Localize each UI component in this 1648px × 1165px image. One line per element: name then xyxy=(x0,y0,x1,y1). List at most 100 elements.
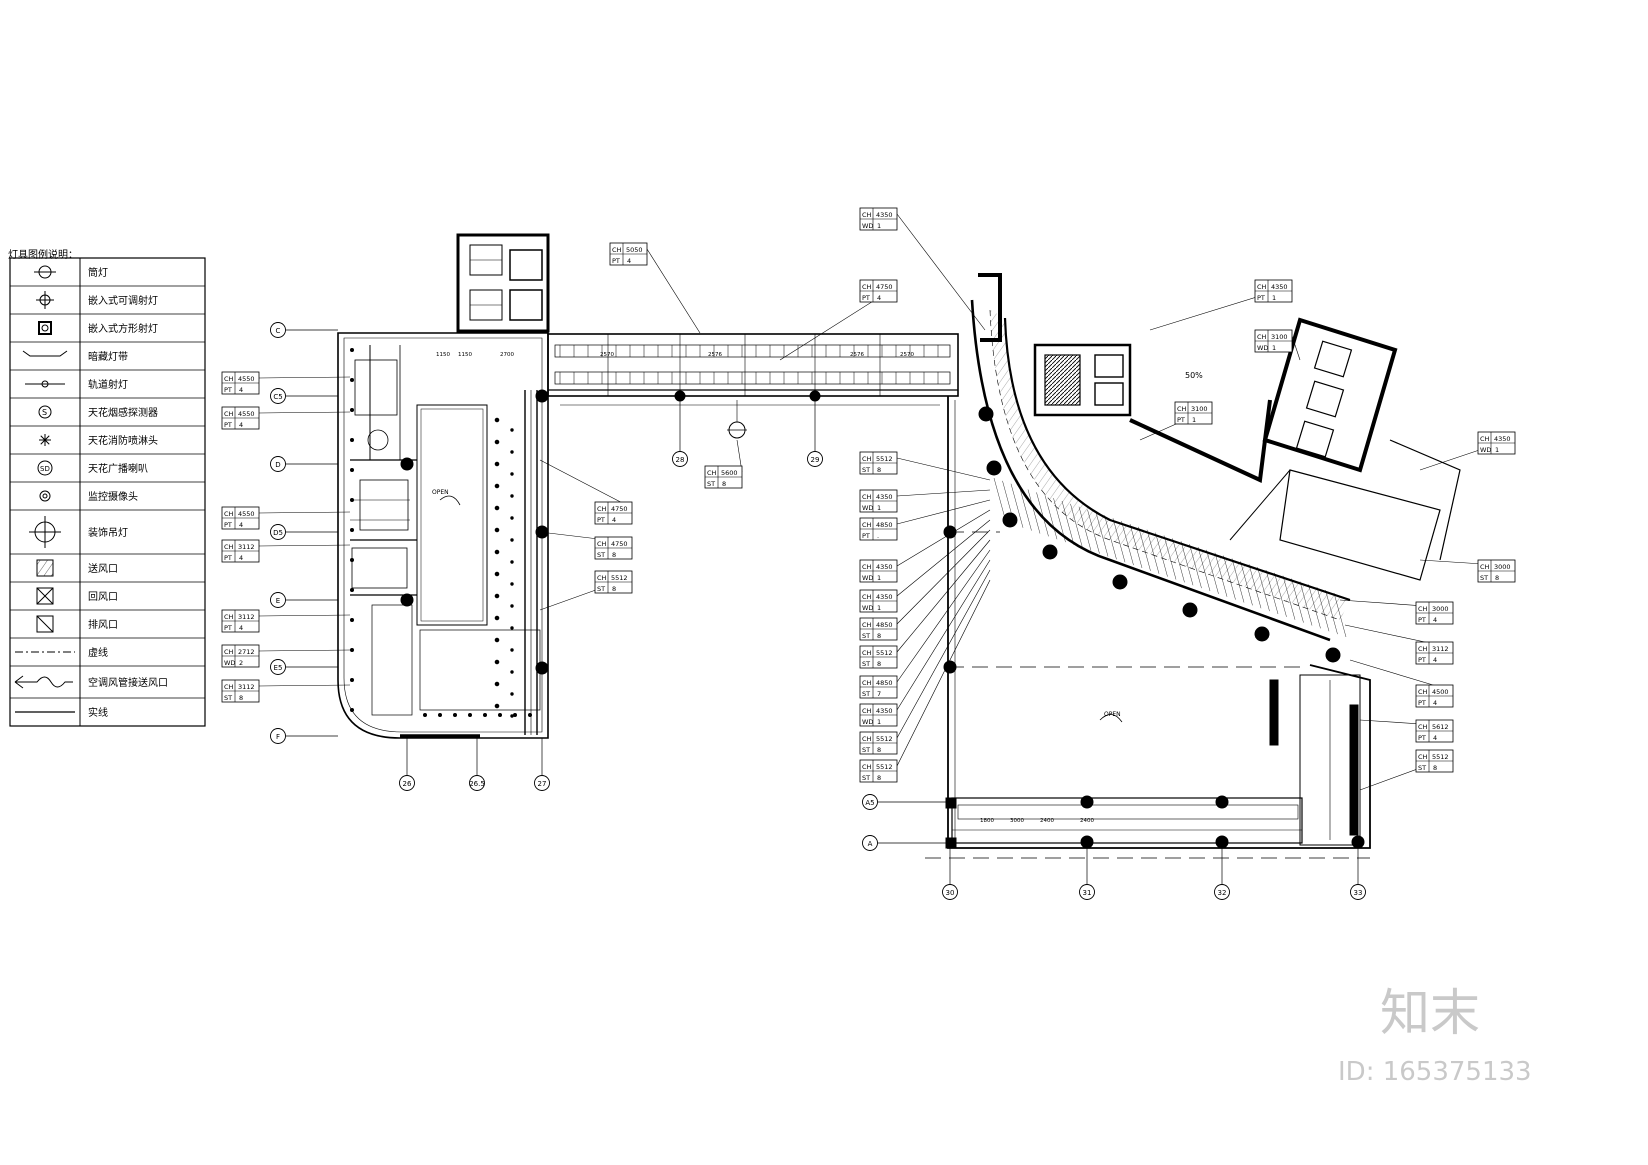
legend-row: 暗藏灯带 xyxy=(10,341,205,363)
right-room-outline xyxy=(947,396,1371,849)
legend-label: 装饰吊灯 xyxy=(88,526,128,539)
svg-text:CH: CH xyxy=(224,648,234,656)
column-marker xyxy=(1182,602,1198,618)
legend-row: 筒灯 xyxy=(34,265,108,279)
legend-row: 装饰吊灯 xyxy=(10,509,205,548)
svg-text:CH: CH xyxy=(862,621,872,629)
legend-label: 天花烟感探测器 xyxy=(88,406,158,419)
svg-text:4350: 4350 xyxy=(876,563,893,571)
svg-text:1: 1 xyxy=(1272,344,1276,352)
svg-text:PT: PT xyxy=(224,521,232,529)
svg-text:8: 8 xyxy=(239,694,243,702)
svg-text:5512: 5512 xyxy=(876,455,893,463)
svg-text:E: E xyxy=(276,597,280,605)
svg-text:CH: CH xyxy=(597,540,607,548)
svg-text:.: . xyxy=(877,532,879,540)
svg-text:ST: ST xyxy=(597,585,605,593)
legend-label: 轨道射灯 xyxy=(88,378,128,391)
svg-text:4550: 4550 xyxy=(238,375,255,383)
legend-row: S 天花烟感探测器 xyxy=(10,397,205,419)
grid-bubble: 26 xyxy=(399,738,415,791)
svg-text:4550: 4550 xyxy=(238,510,255,518)
grid-bubble: C5 xyxy=(270,388,338,404)
corridor-ceiling-grid xyxy=(559,334,939,396)
svg-text:4350: 4350 xyxy=(876,211,893,219)
svg-text:4750: 4750 xyxy=(611,540,628,548)
svg-text:CH: CH xyxy=(862,679,872,687)
svg-text:4: 4 xyxy=(612,516,616,524)
column-marker xyxy=(535,661,549,675)
grid-bubble: C xyxy=(270,322,338,338)
svg-text:4750: 4750 xyxy=(611,505,628,513)
left-wing-plan xyxy=(337,233,550,739)
svg-text:PT: PT xyxy=(1177,416,1185,424)
legend-row: 送风口 xyxy=(10,553,205,577)
smoke-detector-icon: S xyxy=(38,405,52,419)
track-light-icon xyxy=(25,380,65,388)
legend-row: 空调风管接送风口 xyxy=(10,665,205,689)
grid-bubble: 27 xyxy=(534,738,550,791)
svg-text:ST: ST xyxy=(862,632,870,640)
legend-label: 送风口 xyxy=(88,562,118,575)
svg-text:3000: 3000 xyxy=(1494,563,1511,571)
svg-text:8: 8 xyxy=(877,660,881,668)
dimension-label: 2700 xyxy=(500,352,514,358)
svg-text:8: 8 xyxy=(722,480,726,488)
svg-text:4: 4 xyxy=(239,386,243,394)
grid-bubble: E xyxy=(270,592,338,608)
svg-text:CH: CH xyxy=(862,455,872,463)
svg-text:1: 1 xyxy=(1272,294,1276,302)
right-wing-plan xyxy=(925,273,1461,859)
grid-bubble: D xyxy=(270,456,338,472)
svg-text:CH: CH xyxy=(1480,435,1490,443)
svg-text:WD: WD xyxy=(862,604,873,612)
svg-text:CH: CH xyxy=(1257,333,1267,341)
speaker-icon: SD xyxy=(37,460,53,476)
column-marker xyxy=(535,389,549,403)
legend-label: 排风口 xyxy=(88,618,118,631)
svg-text:PT: PT xyxy=(1418,699,1426,707)
svg-text:31: 31 xyxy=(1083,889,1092,897)
svg-text:PT: PT xyxy=(224,386,232,394)
elevator-core-left xyxy=(456,233,550,333)
svg-text:8: 8 xyxy=(1495,574,1499,582)
linear-led-strip-icon xyxy=(22,350,68,357)
svg-text:ST: ST xyxy=(862,690,870,698)
legend-title: 灯具图例说明： xyxy=(8,248,78,261)
svg-text:5050: 5050 xyxy=(626,246,643,254)
top-corridor-plan xyxy=(547,333,959,439)
svg-text:30: 30 xyxy=(946,889,955,897)
column-marker xyxy=(1112,574,1128,590)
dimension-label: 1150 xyxy=(458,352,472,358)
grid-bubble: 28 xyxy=(672,396,688,467)
curved-corridor-outer xyxy=(970,299,1331,642)
svg-text:26: 26 xyxy=(403,780,412,788)
column-marker xyxy=(943,660,957,674)
column-marker xyxy=(1080,795,1094,809)
svg-text:5512: 5512 xyxy=(611,574,628,582)
svg-text:PT: PT xyxy=(597,516,605,524)
svg-text:3100: 3100 xyxy=(1191,405,1208,413)
dimension-label: 2570 xyxy=(600,352,614,358)
svg-text:3112: 3112 xyxy=(238,613,255,621)
svg-text:CH: CH xyxy=(1257,283,1267,291)
column-marker xyxy=(1080,835,1094,849)
svg-text:CH: CH xyxy=(862,283,872,291)
svg-text:ST: ST xyxy=(862,746,870,754)
svg-text:4: 4 xyxy=(1433,699,1437,707)
column-marker xyxy=(1002,512,1018,528)
